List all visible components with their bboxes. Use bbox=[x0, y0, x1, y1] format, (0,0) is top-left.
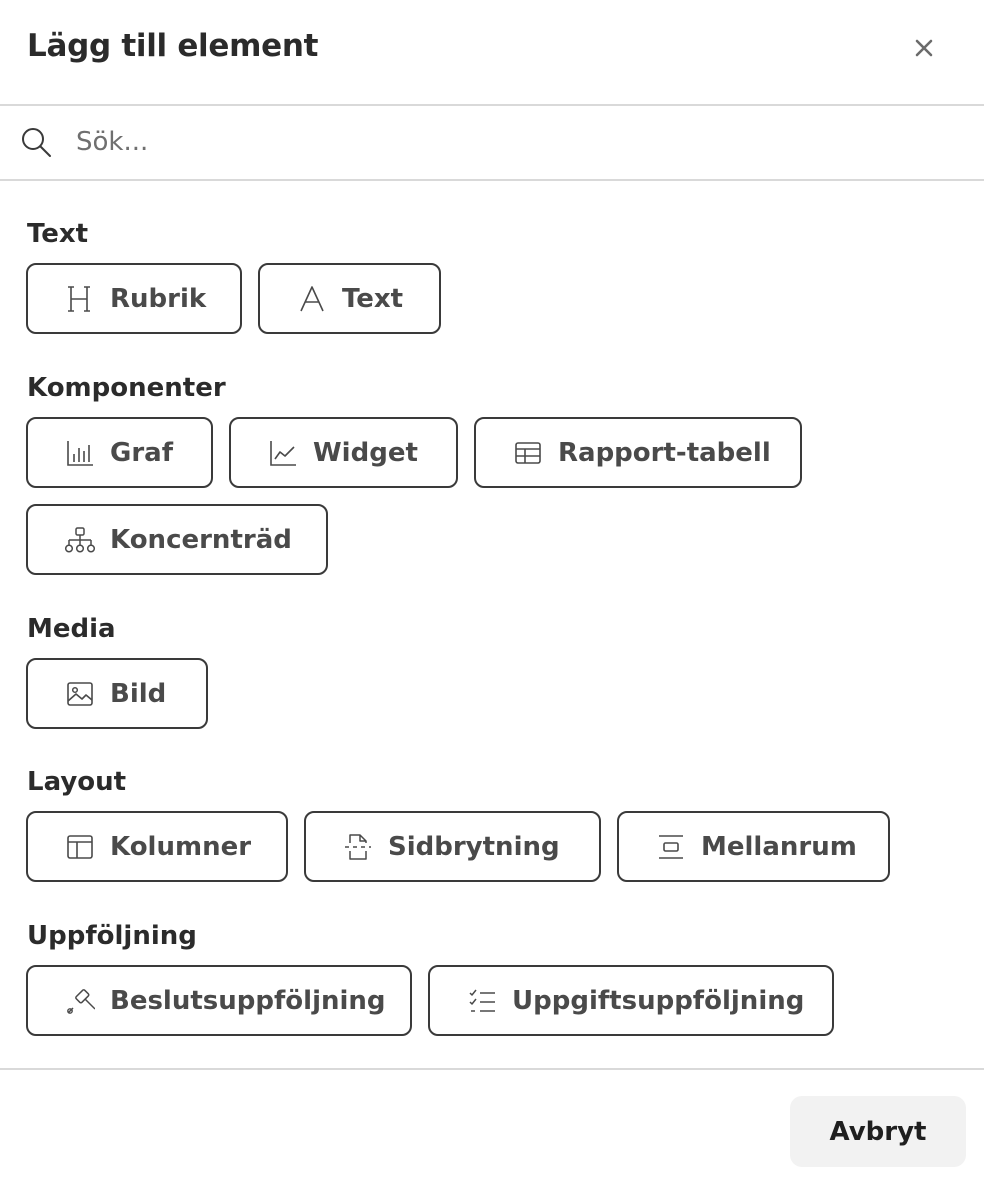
section-title-media: Media bbox=[27, 614, 116, 644]
section-title-layout: Layout bbox=[27, 767, 127, 797]
element-label: Uppgiftsuppföljning bbox=[512, 985, 805, 1016]
image-icon bbox=[64, 678, 96, 710]
element-label: Rubrik bbox=[110, 283, 207, 314]
search-icon bbox=[22, 128, 51, 157]
cancel-button[interactable]: Avbryt bbox=[790, 1096, 966, 1167]
element-label: Text bbox=[342, 283, 404, 314]
element-button-widget[interactable]: Widget bbox=[229, 417, 458, 488]
spacing-icon bbox=[655, 831, 687, 863]
element-label: Mellanrum bbox=[701, 831, 857, 862]
element-label: Graf bbox=[110, 437, 174, 468]
element-button-graf[interactable]: Graf bbox=[26, 417, 213, 488]
element-label: Sidbrytning bbox=[388, 831, 560, 862]
element-button-rapport-tabell[interactable]: Rapport-tabell bbox=[474, 417, 802, 488]
element-button-beslutsuppfoljning[interactable]: Beslutsuppföljning bbox=[26, 965, 412, 1036]
close-icon bbox=[915, 39, 933, 57]
dialog-header: Lägg till element bbox=[0, 0, 984, 106]
section-title-text: Text bbox=[27, 219, 89, 249]
dialog-footer: Avbryt bbox=[0, 1068, 984, 1180]
table-icon bbox=[512, 437, 544, 469]
line-chart-icon bbox=[267, 437, 299, 469]
search-input[interactable] bbox=[76, 120, 956, 164]
gavel-icon bbox=[64, 985, 96, 1017]
columns-icon bbox=[64, 831, 96, 863]
element-label: Widget bbox=[313, 437, 418, 468]
element-button-sidbrytning[interactable]: Sidbrytning bbox=[304, 811, 601, 882]
page-break-icon bbox=[342, 831, 374, 863]
element-button-kolumner[interactable]: Kolumner bbox=[26, 811, 288, 882]
element-label: Rapport-tabell bbox=[558, 437, 771, 468]
element-button-uppgiftsuppfoljning[interactable]: Uppgiftsuppföljning bbox=[428, 965, 834, 1036]
element-button-koncerntrad[interactable]: Koncernträd bbox=[26, 504, 328, 575]
element-button-bild[interactable]: Bild bbox=[26, 658, 208, 729]
section-title-followup: Uppföljning bbox=[27, 921, 197, 951]
org-tree-icon bbox=[64, 524, 96, 556]
element-label: Bild bbox=[110, 678, 167, 709]
element-label: Koncernträd bbox=[110, 524, 292, 555]
search-bar bbox=[0, 106, 984, 181]
bar-chart-icon bbox=[64, 437, 96, 469]
dialog-title: Lägg till element bbox=[27, 28, 319, 64]
checklist-icon bbox=[466, 985, 498, 1017]
element-label: Kolumner bbox=[110, 831, 252, 862]
section-title-components: Komponenter bbox=[27, 373, 226, 403]
element-button-text[interactable]: Text bbox=[258, 263, 441, 334]
element-button-mellanrum[interactable]: Mellanrum bbox=[617, 811, 890, 882]
element-label: Beslutsuppföljning bbox=[110, 985, 386, 1016]
close-button[interactable] bbox=[902, 26, 946, 70]
text-icon bbox=[296, 283, 328, 315]
heading-icon bbox=[64, 283, 96, 315]
element-button-rubrik[interactable]: Rubrik bbox=[26, 263, 242, 334]
